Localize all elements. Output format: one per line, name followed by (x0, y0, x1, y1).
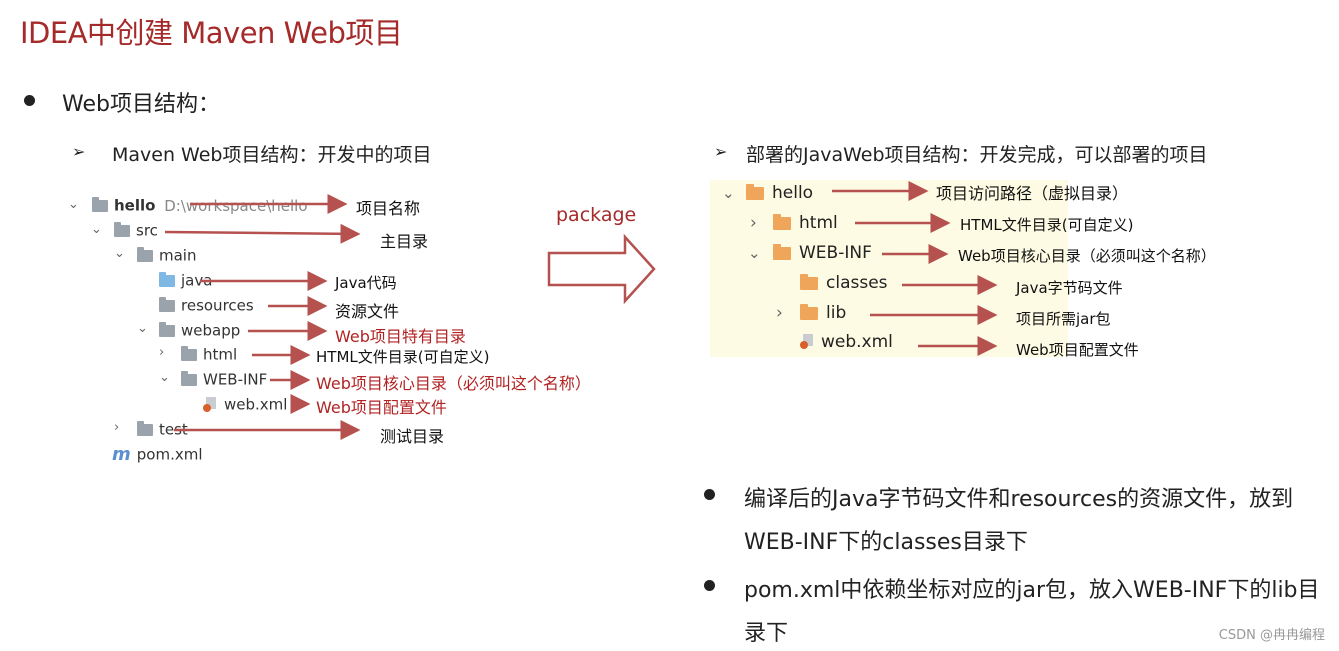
tree-item-test[interactable]: test (137, 420, 188, 439)
chevron-down-icon[interactable]: ⌄ (114, 246, 125, 261)
ann-webapp: Web项目特有目录 (335, 327, 466, 346)
bullet-arrow-icon: ➢ (714, 142, 728, 161)
bullet-dot (704, 489, 715, 500)
chevron-down-icon[interactable]: ⌄ (68, 197, 79, 212)
folder-icon (92, 196, 108, 212)
chevron-down-icon[interactable]: ⌄ (137, 321, 148, 336)
bullet-dot (24, 95, 35, 106)
ann-webinf: Web项目核心目录（必须叫这个名称） (316, 374, 591, 393)
rann-classes: Java字节码文件 (1016, 279, 1123, 297)
arrow-src (164, 223, 361, 244)
chevron-right-icon[interactable]: › (750, 213, 757, 233)
web-structure-heading: Web项目结构： (62, 92, 220, 117)
rtree-item-webinf[interactable]: WEB-INF (773, 243, 872, 263)
chevron-right-icon[interactable]: › (114, 420, 120, 435)
page-title: IDEA中创建 Maven Web项目 (20, 16, 403, 50)
tree-item-webxml[interactable]: web.xml (203, 395, 287, 414)
ann-resources: 资源文件 (335, 302, 400, 321)
hollow-right-arrow-icon (547, 233, 656, 305)
rtree-item-hello[interactable]: hello (746, 183, 813, 203)
folder-icon (137, 420, 153, 436)
xml-file-icon (800, 334, 815, 350)
chevron-right-icon[interactable]: › (159, 345, 165, 360)
rann-html: HTML文件目录(可自定义) (960, 216, 1134, 234)
bullet-arrow-icon: ➢ (72, 142, 86, 161)
watermark: CSDN @冉冉编程 (1218, 628, 1325, 643)
tree-item-java[interactable]: java (159, 271, 212, 290)
ann-test: 测试目录 (380, 427, 445, 446)
chevron-right-icon[interactable]: › (776, 303, 783, 323)
tree-item-resources[interactable]: resources (159, 296, 254, 315)
rann-webxml: Web项目配置文件 (1016, 341, 1139, 359)
rtree-item-html[interactable]: html (773, 213, 838, 233)
tree-item-webinf[interactable]: WEB-INF (181, 370, 267, 389)
xml-file-icon (203, 396, 218, 413)
bullet-dot (704, 580, 715, 591)
tree-item-html[interactable]: html (181, 345, 237, 364)
right-heading: 部署的JavaWeb项目结构：开发完成，可以部署的项目 (746, 144, 1208, 166)
chevron-down-icon[interactable]: ⌄ (722, 184, 735, 202)
maven-m-icon: m (112, 444, 131, 465)
ann-project-name: 项目名称 (356, 199, 421, 218)
deployed-tree-panel (710, 180, 1068, 357)
chevron-down-icon[interactable]: ⌄ (159, 370, 170, 385)
tree-item-hello[interactable]: hello D:\workspace\hello (92, 196, 308, 215)
folder-icon (800, 303, 818, 320)
folder-icon (159, 321, 175, 337)
note-1-line-1: 编译后的Java字节码文件和resources的资源文件，放到 (744, 487, 1294, 512)
rtree-item-webxml[interactable]: web.xml (800, 332, 893, 352)
folder-icon (137, 246, 153, 262)
tree-item-src[interactable]: src (114, 221, 158, 240)
folder-icon (746, 183, 764, 200)
folder-icon (181, 370, 197, 386)
note-2-line-1: pom.xml中依赖坐标对应的jar包，放入WEB-INF下的lib目 (744, 578, 1320, 603)
rtree-item-lib[interactable]: lib (800, 303, 846, 323)
ann-html: HTML文件目录(可自定义) (316, 348, 490, 366)
rann-webinf: Web项目核心目录（必须叫这个名称） (958, 247, 1216, 265)
note-2-line-2: 录下 (744, 621, 789, 646)
ann-java-code: Java代码 (335, 274, 397, 292)
folder-icon (773, 243, 791, 260)
folder-icon (159, 296, 175, 312)
tree-item-webapp[interactable]: webapp (159, 321, 240, 340)
folder-icon (800, 273, 818, 290)
ann-main-dir: 主目录 (380, 232, 429, 251)
package-label: package (556, 204, 637, 226)
note-1-line-2: WEB-INF下的classes目录下 (744, 530, 1028, 555)
chevron-down-icon[interactable]: ⌄ (91, 222, 102, 237)
rann-lib: 项目所需jar包 (1016, 310, 1111, 328)
chevron-down-icon[interactable]: ⌄ (748, 244, 761, 262)
ann-webxml: Web项目配置文件 (316, 398, 447, 417)
left-heading: Maven Web项目结构：开发中的项目 (112, 144, 432, 166)
rann-hello: 项目访问路径（虚拟目录） (936, 184, 1129, 203)
tree-item-main[interactable]: main (137, 246, 196, 265)
folder-icon (159, 271, 175, 287)
folder-icon (773, 213, 791, 230)
folder-icon (114, 221, 130, 237)
folder-icon (181, 345, 197, 361)
rtree-item-classes[interactable]: classes (800, 273, 888, 293)
